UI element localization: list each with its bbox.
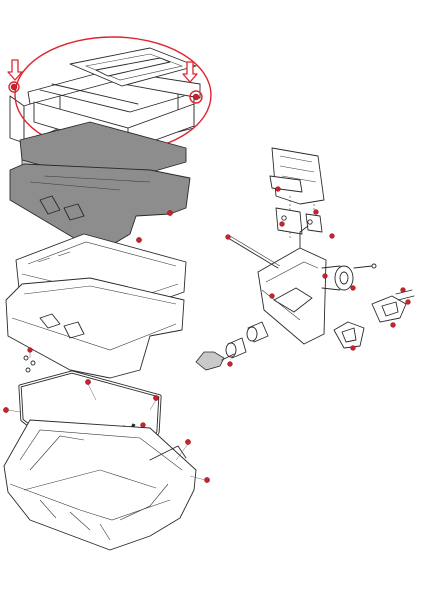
red-dot-icon — [192, 93, 200, 101]
red-dot-icon — [153, 395, 159, 401]
red-dot-icon — [10, 83, 18, 91]
red-dot-icon — [322, 273, 328, 279]
lock-bracket — [275, 207, 323, 235]
red-dot-icon — [350, 345, 356, 351]
red-dot-icon — [405, 299, 411, 305]
key-icon — [195, 351, 235, 371]
red-dot-icon — [400, 287, 406, 293]
red-dot-icon — [329, 233, 335, 239]
red-dot-icon — [227, 361, 233, 367]
red-dot-icon — [85, 379, 91, 385]
red-dot-icon — [27, 347, 33, 353]
base-case — [3, 419, 197, 551]
cylinder-sleeve-set — [225, 321, 269, 359]
red-dot-icon — [3, 407, 9, 413]
red-dot-icon — [275, 186, 281, 192]
lock-spring-rod — [227, 235, 281, 269]
red-dot-icon — [390, 322, 396, 328]
cover-panel-grey — [9, 163, 191, 247]
red-dot-icon — [185, 439, 191, 445]
latch-hook — [371, 289, 415, 323]
red-dot-icon — [140, 422, 146, 428]
red-dot-icon — [136, 237, 142, 243]
latch-clip — [333, 321, 365, 349]
lock-body-housing — [257, 225, 327, 345]
red-dot-icon — [167, 210, 173, 216]
down-arrow-icon — [7, 59, 23, 81]
red-dot-icon — [279, 221, 285, 227]
red-dot-icon — [313, 209, 319, 215]
down-arrow-icon — [182, 61, 198, 83]
highlight-bolt-left — [8, 81, 20, 93]
screw-set-top — [23, 347, 36, 373]
leader-lines — [7, 352, 206, 481]
red-dot-icon — [350, 285, 356, 291]
lock-barrel — [321, 263, 377, 291]
lock-cover-plate — [269, 147, 325, 205]
red-dot-icon — [204, 477, 210, 483]
highlight-bolt-right — [189, 90, 203, 104]
red-dot-icon — [269, 293, 275, 299]
outer-lid-shell — [5, 277, 185, 379]
red-dot-icon — [225, 234, 231, 240]
